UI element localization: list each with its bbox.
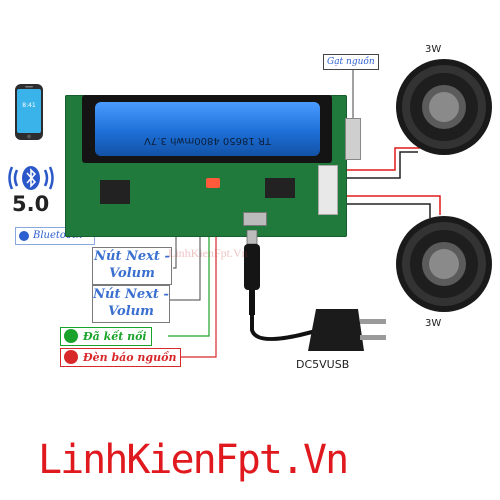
- speaker-icon: [395, 215, 493, 313]
- next-volume-callout-2: Nút Next - Volum: [92, 285, 170, 323]
- power-switch[interactable]: [345, 118, 361, 160]
- speaker-bottom-label: 3W: [425, 318, 442, 329]
- usb-port: [243, 212, 267, 226]
- dc-input-label: DC5VUSB: [296, 358, 350, 371]
- phone-icon: 8:41: [14, 83, 44, 141]
- power-switch-callout: Gạt nguồn: [323, 54, 379, 70]
- power-led-icon: [64, 350, 78, 364]
- chip-bt: [100, 180, 130, 204]
- speaker-icon: [395, 58, 493, 156]
- next-volume-callout-1: Nút Next - Volum: [92, 247, 172, 285]
- bluetooth-small-icon: [19, 231, 29, 241]
- status-leds: [206, 178, 220, 188]
- connected-led-icon: [64, 329, 78, 343]
- bt-version: 5.0: [12, 192, 50, 216]
- connected-callout: Đã kết nối: [60, 327, 152, 346]
- battery: TR 18650 4800mwh 3.7V: [95, 102, 320, 156]
- speaker-top-label: 3W: [425, 44, 442, 55]
- power-led-callout: Đèn báo nguồn: [60, 348, 182, 367]
- watermark: LinhKienFpt.Vn: [168, 246, 248, 260]
- chip-amp: [265, 178, 295, 198]
- brand-text: LinhKienFpt.Vn: [38, 437, 349, 483]
- power-adapter-icon: [308, 303, 388, 355]
- speaker-terminals: [318, 165, 338, 215]
- bluetooth-icon: [6, 164, 56, 192]
- svg-text:8:41: 8:41: [22, 102, 36, 109]
- usb-plug-icon: [242, 229, 262, 315]
